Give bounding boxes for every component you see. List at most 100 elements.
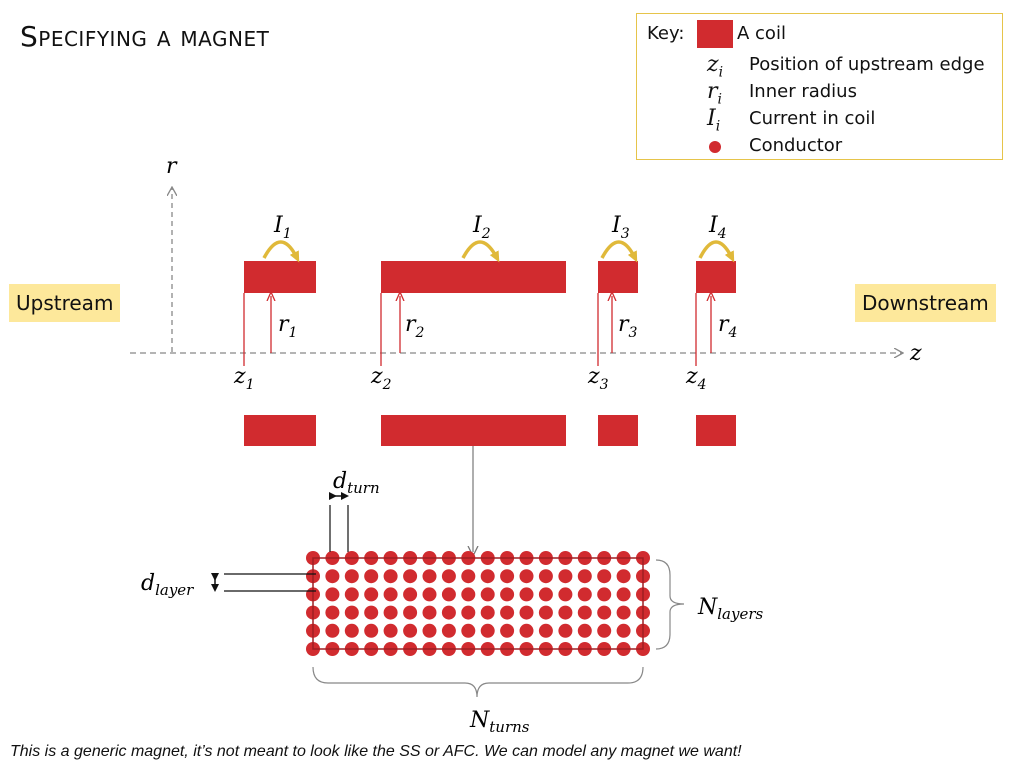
conductor-dot	[325, 623, 340, 638]
conductor-dot-icon	[709, 141, 721, 153]
conductor-dot	[403, 569, 418, 584]
conductor-dot	[519, 623, 534, 638]
conductor-grid	[306, 551, 650, 656]
conductor-dot	[461, 569, 476, 584]
position-label-2: z2	[370, 364, 392, 393]
conductor-dot	[480, 605, 495, 620]
key-symbol-i: Ii	[707, 106, 721, 135]
downstream-label: Downstream	[855, 284, 996, 322]
conductor-dot	[597, 623, 612, 638]
conductor-dot	[597, 587, 612, 602]
conductor-dot	[325, 587, 340, 602]
conductor-dot	[461, 605, 476, 620]
key-text-r: Inner radius	[749, 81, 857, 102]
conductor-dot	[422, 569, 437, 584]
current-label-3: I3	[611, 213, 630, 242]
conductor-dot	[364, 587, 379, 602]
current-2-arrow-icon	[461, 240, 500, 263]
conductor-dot	[383, 587, 398, 602]
coil-3-body	[598, 415, 638, 446]
conductor-dot	[383, 569, 398, 584]
key-label: Key:	[647, 23, 685, 44]
conductor-dot	[519, 587, 534, 602]
conductor-dot	[616, 569, 631, 584]
position-label-3: z3	[587, 364, 609, 393]
conductor-dot	[577, 569, 592, 584]
coil-4-body	[696, 415, 736, 446]
conductor-dot	[538, 605, 553, 620]
coil-4-section	[696, 261, 736, 293]
conductor-dot	[441, 587, 456, 602]
r-axis-label: r	[166, 154, 178, 179]
conductor-dot	[558, 623, 573, 638]
coil-cross-section-outline	[312, 557, 644, 650]
conductor-dot	[364, 605, 379, 620]
position-label-1: z1	[233, 364, 255, 393]
key-text-i: Current in coil	[749, 108, 876, 129]
key-text-z: Position of upstream edge	[749, 54, 985, 75]
radius-label-2: r2	[405, 312, 425, 341]
coil-3-section	[598, 261, 638, 293]
conductor-dot	[500, 605, 515, 620]
conductor-dot	[480, 587, 495, 602]
current-1-arrow-icon	[262, 240, 300, 263]
conductor-dot	[383, 605, 398, 620]
conductor-dot	[325, 605, 340, 620]
conductor-dot	[558, 605, 573, 620]
conductor-dot	[364, 623, 379, 638]
key-row-i: Ii Current in coil	[637, 106, 1002, 135]
conductor-dot	[480, 623, 495, 638]
conductor-dot	[344, 587, 359, 602]
key-symbol-z: zi	[707, 52, 724, 81]
conductor-dot	[461, 587, 476, 602]
n-turns-label: Nturns	[469, 708, 530, 736]
current-3-arrow-icon	[600, 240, 638, 263]
key-symbol-r: ri	[707, 79, 723, 108]
conductor-dot	[616, 605, 631, 620]
current-4-arrow-icon	[698, 240, 735, 263]
key-row-z: zi Position of upstream edge	[637, 52, 1002, 81]
conductor-dot	[558, 569, 573, 584]
n-layers-label: Nlayers	[697, 595, 764, 623]
conductor-dot	[325, 569, 340, 584]
conductor-dot	[500, 587, 515, 602]
conductor-dot	[500, 569, 515, 584]
conductor-dot	[519, 569, 534, 584]
conductor-dot	[577, 587, 592, 602]
radius-label-3: r3	[618, 312, 638, 341]
n-layers-brace	[655, 559, 685, 650]
conductor-dot	[616, 623, 631, 638]
conductor-dot	[577, 623, 592, 638]
coil-2-body	[381, 415, 566, 446]
key-row-conductor: Conductor	[637, 133, 1002, 159]
conductor-dot	[538, 623, 553, 638]
conductor-dot	[403, 605, 418, 620]
conductor-dot	[344, 569, 359, 584]
conductor-dot	[422, 587, 437, 602]
conductor-dot	[577, 605, 592, 620]
conductor-dot	[403, 623, 418, 638]
upstream-label: Upstream	[9, 284, 121, 322]
coil-swatch	[697, 20, 733, 48]
radius-label-4: r4	[718, 312, 737, 341]
current-label-4: I4	[708, 213, 727, 242]
n-turns-brace	[312, 666, 644, 698]
key-coil-label: A coil	[737, 23, 786, 44]
coil-1-body	[244, 415, 316, 446]
conductor-dot	[616, 587, 631, 602]
current-label-1: I1	[273, 213, 292, 242]
key-legend: Key: A coil zi Position of upstream edge…	[636, 13, 1003, 160]
coil-2-section	[381, 261, 566, 293]
position-label-4: z4	[685, 364, 707, 393]
key-text-conductor: Conductor	[749, 135, 843, 156]
d-layer-label: dlayer	[141, 571, 194, 599]
conductor-dot	[383, 623, 398, 638]
footnote: This is a generic magnet, it’s not meant…	[10, 743, 742, 760]
radius-label-1: r1	[278, 312, 297, 341]
conductor-dot	[422, 623, 437, 638]
page-title: Specifying a magnet	[20, 20, 270, 53]
conductor-dot	[597, 569, 612, 584]
conductor-dot	[597, 605, 612, 620]
coil-1-section	[244, 261, 316, 293]
